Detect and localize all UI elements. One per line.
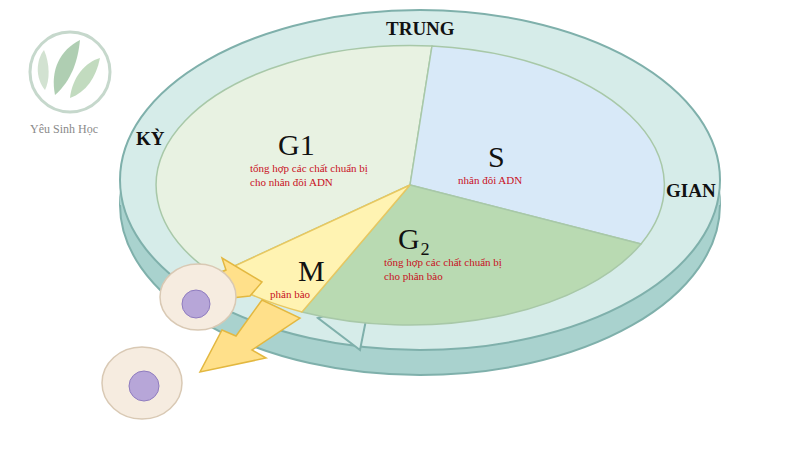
phase-node: G₂tổng hợp các chất chuẩn bị cho phân bà… — [384, 222, 502, 284]
ring-label: TRUNG — [386, 18, 455, 40]
daughter-cell — [102, 347, 182, 419]
phase-node: Mphân bào — [270, 254, 340, 301]
phase-name: M — [270, 254, 340, 287]
ring-label: KỲ — [136, 128, 165, 150]
phase-name: S — [458, 140, 568, 173]
phase-node: Snhân đôi ADN — [458, 140, 568, 187]
phase-description: tổng hợp các chất chuẩn bị cho nhân đôi … — [250, 161, 368, 190]
watermark: Yêu Sinh Học — [30, 122, 98, 137]
phase-description: nhân đôi ADN — [458, 173, 568, 187]
logo — [30, 32, 110, 112]
phase-node: G1tổng hợp các chất chuẩn bị cho nhân đô… — [250, 128, 368, 190]
phase-name: G1 — [250, 128, 368, 161]
phase-description: tổng hợp các chất chuẩn bị cho phân bào — [384, 255, 502, 284]
g2-sector — [302, 185, 641, 325]
cell-nucleus — [182, 290, 210, 318]
ring-top — [120, 10, 720, 350]
daughter-cell — [160, 264, 236, 330]
phase-description: phân bào — [270, 287, 340, 301]
cell-nucleus — [129, 371, 159, 401]
phase-name: G₂ — [384, 222, 502, 255]
ring-label: GIAN — [666, 180, 716, 202]
